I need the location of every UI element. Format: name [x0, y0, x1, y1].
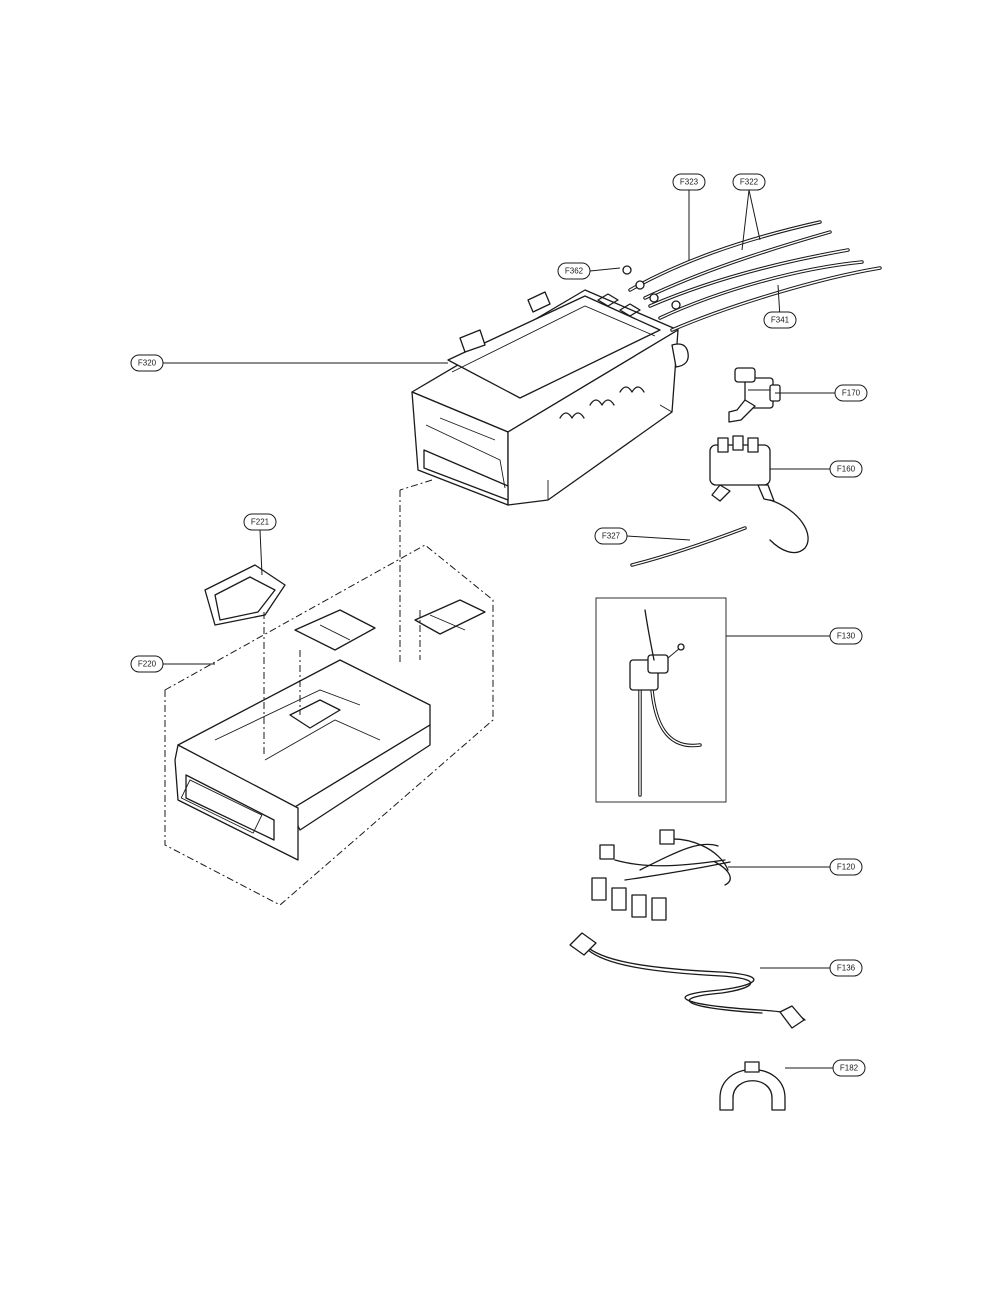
- dispenser-housing: [411, 289, 689, 506]
- callout-label: F323: [680, 178, 699, 187]
- callout-f320: F320: [130, 354, 164, 372]
- callout-f322: F322: [732, 173, 766, 191]
- callout-label: F130: [837, 632, 856, 641]
- wire-harness-short: [630, 526, 747, 567]
- callout-f182: F182: [832, 1059, 866, 1077]
- callout-f136: F136: [829, 959, 863, 977]
- callout-f323: F323: [672, 173, 706, 191]
- callout-label: F170: [842, 389, 861, 398]
- callout-f341: F341: [763, 311, 797, 329]
- leader-lines: [163, 189, 835, 1069]
- callout-label: F320: [138, 359, 157, 368]
- callout-f327: F327: [594, 527, 628, 545]
- callout-f362: F362: [557, 262, 591, 280]
- hoses: [622, 220, 882, 332]
- wire-harness-connectors: [591, 829, 731, 921]
- callout-label: F341: [771, 316, 790, 325]
- callout-f221: F221: [243, 513, 277, 531]
- wire-harness-long: [569, 932, 806, 1029]
- hose-assembly-box: [595, 597, 727, 803]
- callout-label: F327: [602, 532, 621, 541]
- water-valve-single: [728, 367, 781, 423]
- callout-label: F362: [565, 267, 584, 276]
- callout-f170: F170: [834, 384, 868, 402]
- callout-f160: F160: [829, 460, 863, 478]
- detergent-drawer-assembly: [164, 544, 494, 906]
- callout-label: F322: [740, 178, 759, 187]
- callout-label: F221: [251, 518, 270, 527]
- callout-label: F136: [837, 964, 856, 973]
- callout-f130: F130: [829, 627, 863, 645]
- callout-label: F220: [138, 660, 157, 669]
- water-valve-triple: [709, 435, 809, 554]
- callout-label: F160: [837, 465, 856, 474]
- callout-label: F182: [840, 1064, 859, 1073]
- callout-label: F120: [837, 863, 856, 872]
- callout-f220: F220: [130, 655, 164, 673]
- u-clip: [719, 1061, 786, 1111]
- callout-f120: F120: [829, 858, 863, 876]
